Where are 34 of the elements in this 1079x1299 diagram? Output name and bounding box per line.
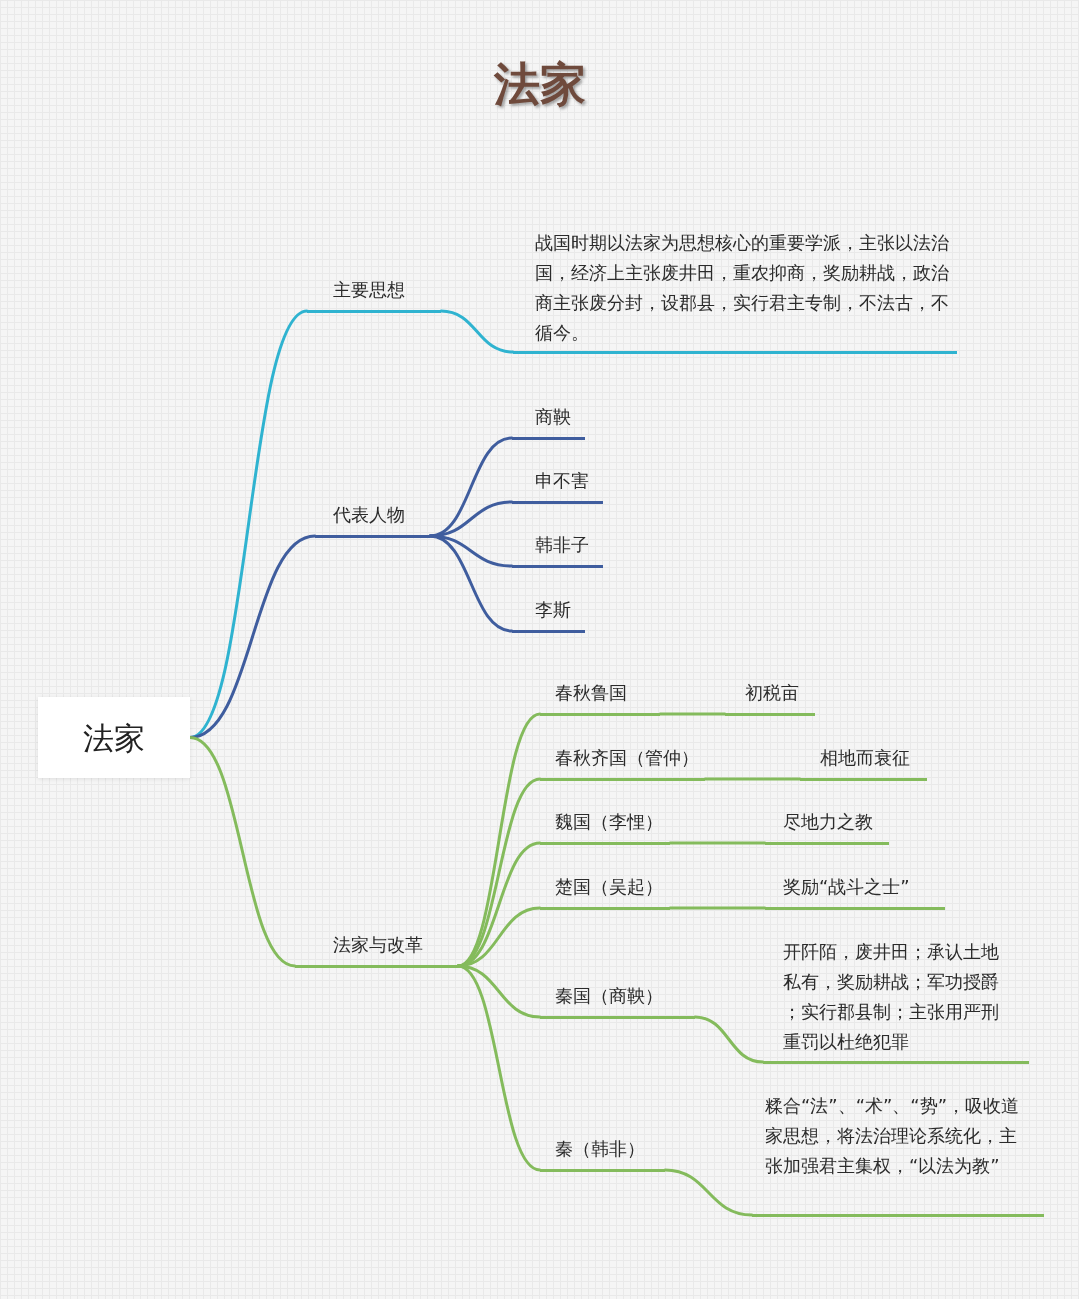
note-text: 糅合“法”、“术”、“势”，吸收道家思想，将法治理论系统化，主张加强君主集权，“以法为教” — [765, 1094, 1020, 1178]
branch-line — [428, 534, 514, 633]
branch-line — [663, 1168, 754, 1217]
root-box — [38, 697, 190, 778]
topic-label: 楚国（吴起） — [555, 876, 663, 898]
branch-line — [658, 712, 727, 716]
topic-label: 春秋鲁国 — [555, 682, 627, 704]
topic-label: 秦国（商鞅） — [555, 985, 663, 1007]
branch-line — [703, 777, 802, 781]
root-label: 法家 — [83, 719, 145, 756]
branch-line — [668, 841, 767, 845]
topic-label: 申不害 — [535, 470, 589, 492]
note-text: 战国时期以法家为思想核心的重要学派，主张以法治国，经济上主张废井田，重农抑商，奖励耕战，政治商主张废分封，设郡县，实行君主专制，不法古，不循今。 — [535, 231, 949, 345]
branch-line — [428, 500, 514, 538]
topic-label: 奖励“战斗之士” — [783, 876, 910, 898]
topic-label: 春秋齐国（管仲） — [555, 747, 699, 769]
topic-label: 初税亩 — [745, 682, 799, 704]
topic-label: 李斯 — [535, 599, 571, 621]
branch-line — [439, 309, 515, 354]
topic-label: 相地而衰征 — [820, 747, 910, 769]
topic-label: 尽地力之教 — [783, 811, 873, 833]
branch-line — [456, 906, 542, 968]
branch-line — [456, 964, 542, 1172]
topic-label: 法家与改革 — [333, 934, 423, 956]
topic-label: 韩非子 — [535, 534, 589, 556]
topic-label: 秦（韩非） — [555, 1138, 645, 1160]
topic-label: 商鞅 — [535, 406, 571, 428]
topic-label: 代表人物 — [333, 504, 405, 526]
branch-line — [693, 1015, 765, 1064]
topic-label: 主要思想 — [333, 279, 405, 301]
note-text: 开阡陌，废井田；承认土地私有，奖励耕战；军功授爵；实行郡县制；主张用严刑重罚以杜绝犯罪 — [783, 940, 1000, 1054]
topic-label: 魏国（李悝） — [555, 811, 663, 833]
branch-line — [668, 906, 767, 910]
title: 法家 — [493, 56, 586, 112]
